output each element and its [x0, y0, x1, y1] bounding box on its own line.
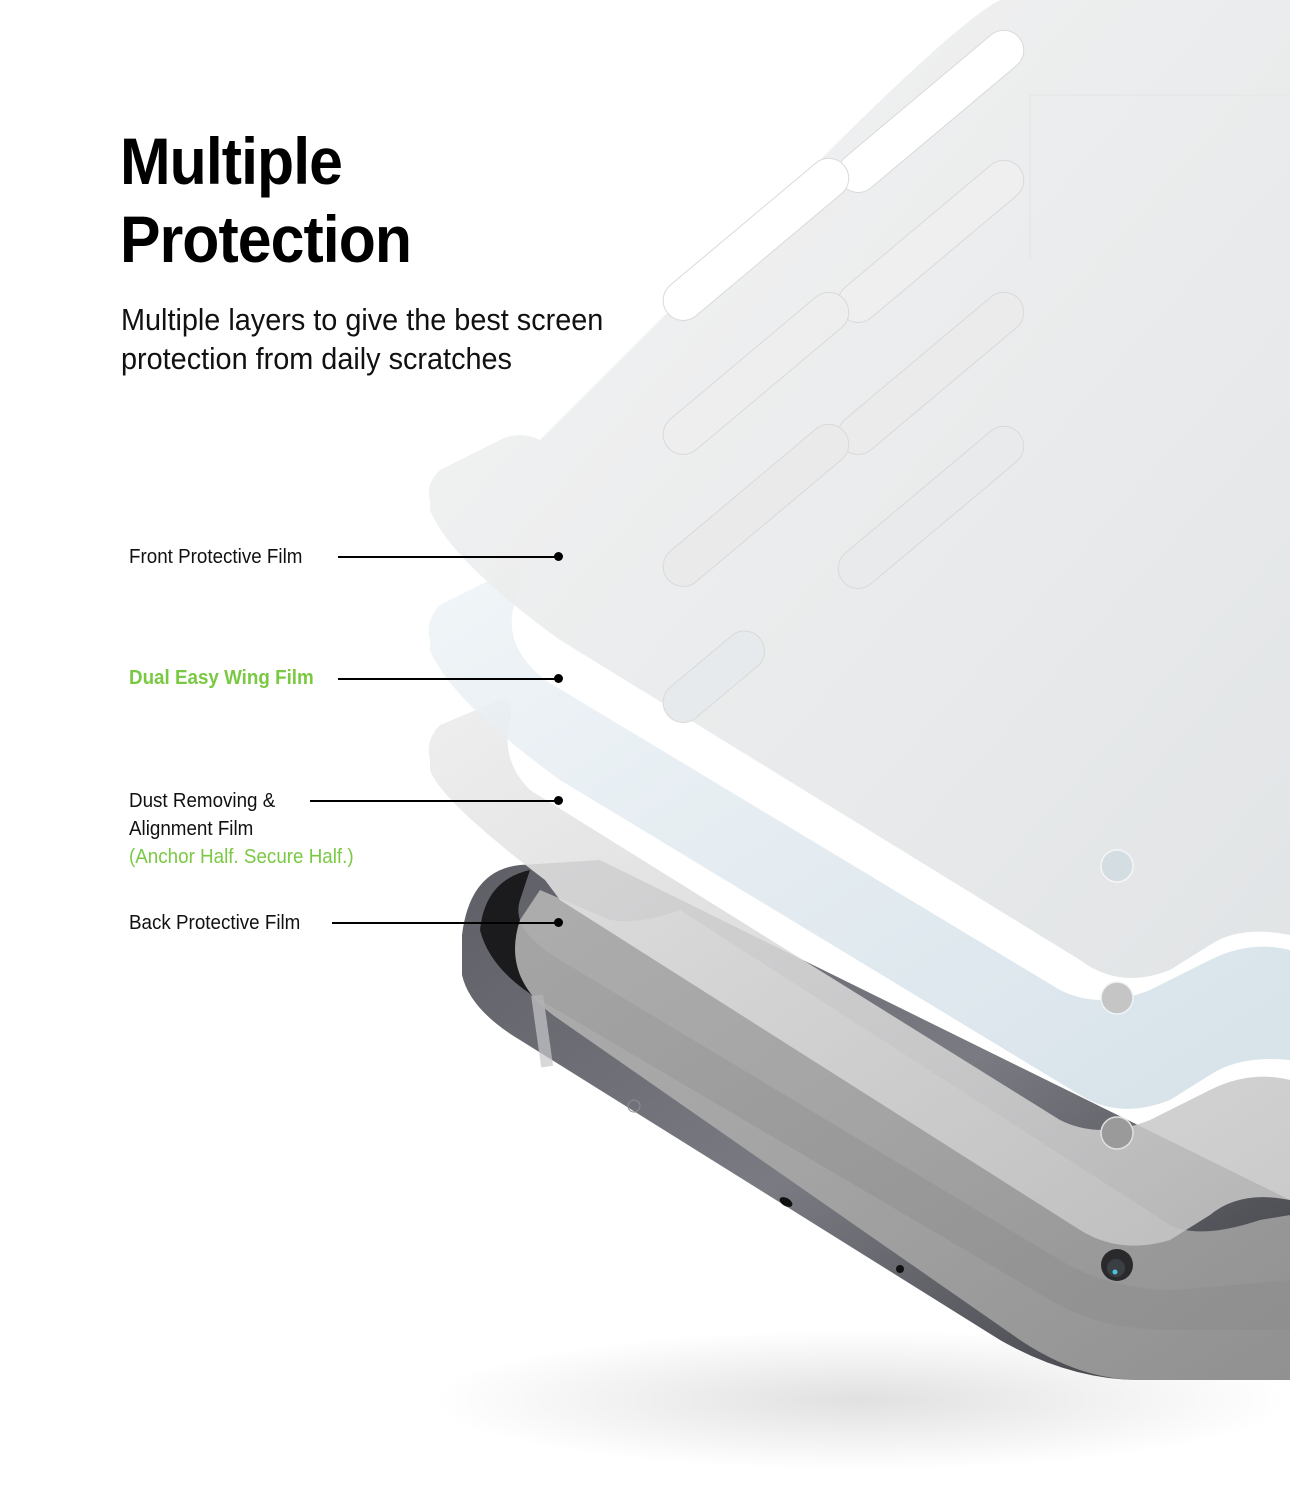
- camera-cutout-dust: [1100, 1116, 1134, 1150]
- back-protective-film: [515, 890, 1290, 1380]
- title-line-1: Multiple: [120, 124, 343, 198]
- subtitle-line-2: protection from daily scratches: [121, 341, 512, 376]
- callout-note: (Anchor Half. Secure Half.): [129, 846, 354, 868]
- film-slot-cutouts: [662, 29, 1025, 723]
- callout-label: Front Protective Film: [129, 546, 303, 568]
- camera-cutout-front: [1100, 849, 1134, 883]
- callout-line: [338, 556, 558, 558]
- camera-cutout-wing: [1100, 981, 1134, 1015]
- page-title: Multiple Protection: [120, 122, 412, 278]
- callout-line: [332, 922, 558, 924]
- callout-label: Dust Removing & Alignment Film (Anchor H…: [129, 787, 354, 871]
- dust-removing-film: [428, 699, 1290, 1246]
- subtitle: Multiple layers to give the best screen …: [121, 300, 603, 378]
- callout-dot: [554, 674, 563, 683]
- callout-label: Dual Easy Wing Film: [129, 667, 314, 689]
- title-line-2: Protection: [120, 202, 412, 276]
- callout-label-line-2: Alignment Film: [129, 818, 254, 840]
- subtitle-line-1: Multiple layers to give the best screen: [121, 302, 604, 337]
- callout-label: Back Protective Film: [129, 912, 301, 934]
- callout-dot: [554, 796, 563, 805]
- callout-line: [338, 678, 558, 680]
- callout-dot: [554, 918, 563, 927]
- dual-easy-wing-film: [428, 569, 1290, 1109]
- callout-dot: [554, 552, 563, 561]
- front-protective-film: [428, 0, 1290, 978]
- callout-label-line-1: Dust Removing &: [129, 790, 276, 812]
- callout-line: [310, 800, 558, 802]
